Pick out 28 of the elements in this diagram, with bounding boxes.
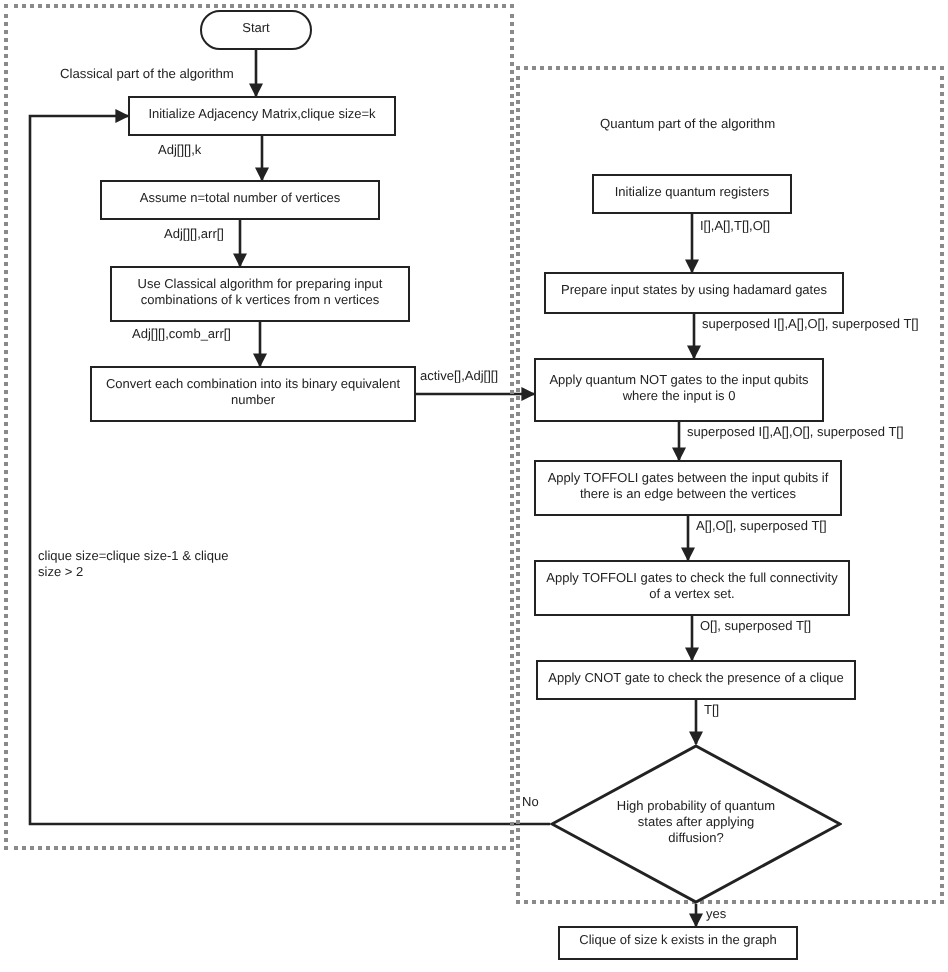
arrow <box>685 616 699 662</box>
arrow <box>685 214 699 274</box>
region-frame <box>516 66 944 904</box>
arrow <box>672 422 686 462</box>
arrow <box>249 50 263 98</box>
decision-diamond <box>550 744 842 904</box>
arrow <box>689 700 703 746</box>
process-box <box>534 460 842 516</box>
arrow <box>416 387 536 401</box>
process-box <box>592 174 792 214</box>
process-box <box>558 926 798 960</box>
process-box <box>536 660 856 700</box>
region-frame <box>4 4 514 850</box>
arrow <box>689 904 703 928</box>
arrow <box>28 109 550 826</box>
process-box <box>534 358 824 422</box>
process-box <box>544 272 844 314</box>
start-terminal <box>200 10 312 50</box>
process-box <box>128 96 396 136</box>
process-box <box>110 266 410 322</box>
process-box <box>90 366 416 422</box>
arrow <box>687 314 701 360</box>
arrow <box>233 220 247 268</box>
arrow <box>681 516 695 562</box>
process-box <box>100 180 380 220</box>
arrow <box>253 322 267 368</box>
arrow <box>255 136 269 182</box>
process-box <box>534 560 850 616</box>
